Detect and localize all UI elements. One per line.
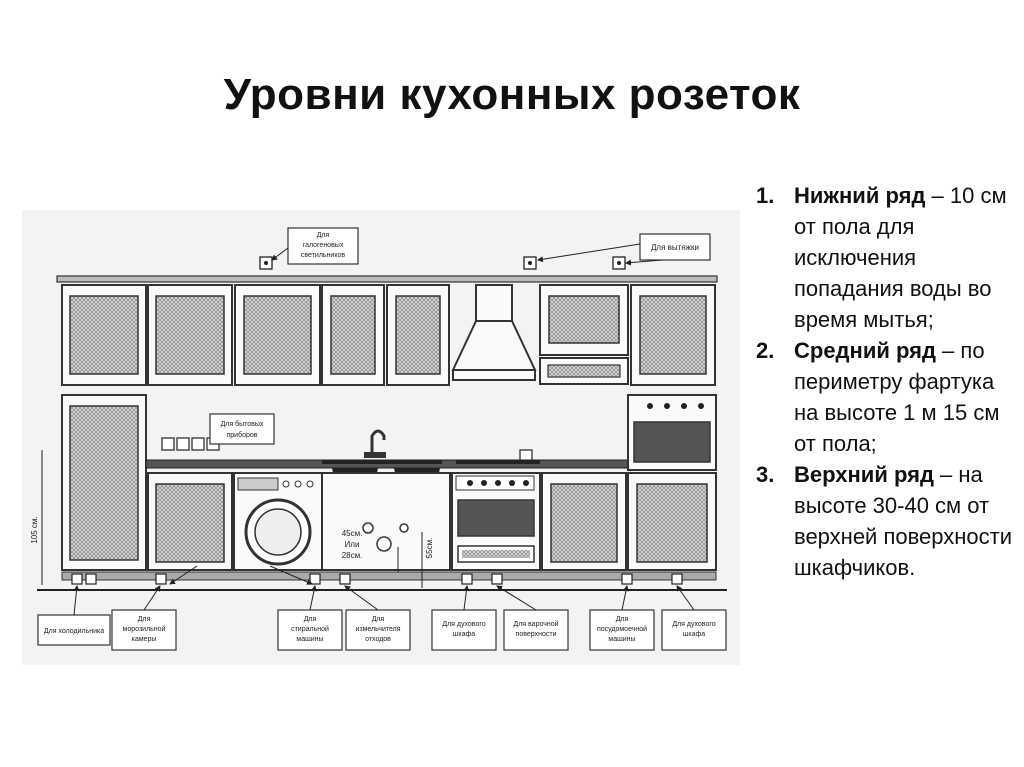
label-disposer-line-1: Для [372,616,385,623]
list-number: 1. [756,183,775,208]
upper-cabinet-top-rail [56,275,718,283]
label-freezer-line-3: камеры [132,636,157,643]
list-heading: Нижний ряд [794,183,926,208]
label-dishwasher-line-3: машины [608,636,635,643]
label-freezer-line-1: Для [138,616,151,623]
upper-cabinet-panels [69,295,707,375]
dim-or: Или [345,540,360,549]
label-hob-line-1: Для варочной [513,620,558,628]
label-washer-line-3: машины [296,636,323,643]
list-dash: – [935,338,961,363]
dim-55cm: 55см. [425,538,434,559]
built-in-oven [627,394,717,471]
label-halogen-line-2: галогеновых [303,242,344,249]
list-text: на высоте 30-40 см от верхней поверхност… [794,462,1013,580]
label-halogen-line-3: светильников [301,252,345,259]
washing-machine [237,477,314,566]
label-washer-line-1: Для [304,616,317,623]
dim-45cm: 45см. [342,529,363,538]
label-oven2-line-2: шкафа [683,631,705,638]
list-text: 10 см от пола для исключения попадания в… [794,183,1007,332]
dim-28cm: 28см. [342,551,363,560]
label-dishwasher-line-2: посудомоечной [597,625,647,633]
range-hood [451,284,537,381]
label-disposer-line-2: измельчителя [355,626,400,633]
label-disposer-line-3: отходов [365,636,391,643]
label-hob-line-2: поверхности [516,631,557,638]
oven-range [455,475,535,563]
label-oven-line-2: шкафа [453,631,475,638]
list-number: 3. [756,462,775,487]
page-title: Уровни кухонных розеток [223,70,801,119]
label-washer-line-2: стиральной [291,625,329,633]
list-item-lower-row: 1. Нижний ряд – 10 см от пола для исключ… [752,180,1012,335]
label-freezer-line-2: морозильной [123,625,166,633]
list-number: 2. [756,338,775,363]
label-hood: Для вытяжки [651,243,699,252]
label-oven-line-1: Для духового [442,621,485,628]
socket-levels-list: 1. Нижний ряд – 10 см от пола для исключ… [752,180,1012,583]
list-item-upper-row: 3. Верхний ряд – на высоте 30-40 см от в… [752,459,1012,583]
list-heading: Верхний ряд [794,462,934,487]
faucet [370,429,386,453]
bottom-sockets [71,573,683,585]
label-fridge: Для холодильника [44,628,104,635]
list-heading: Средний ряд [794,338,936,363]
list-item-middle-row: 2. Средний ряд – по периметру фартука на… [752,335,1012,459]
plinth [61,571,717,581]
label-oven2-line-1: Для духового [672,621,715,628]
list-dash: – [933,462,959,487]
label-appliances-line-2: приборов [226,431,257,439]
label-halogen-line-1: Для [317,232,330,239]
label-dishwasher-line-1: Для [616,616,629,623]
label-appliances-line-1: Для бытовых [221,420,264,428]
dim-105cm: 105 см. [30,516,39,543]
kitchen-socket-diagram: Для галогеновых светильников Для вытяжки… [22,210,740,665]
list-text: по периметру фартука на высоте 1 м 15 см… [794,338,1000,456]
list-dash: – [925,183,950,208]
